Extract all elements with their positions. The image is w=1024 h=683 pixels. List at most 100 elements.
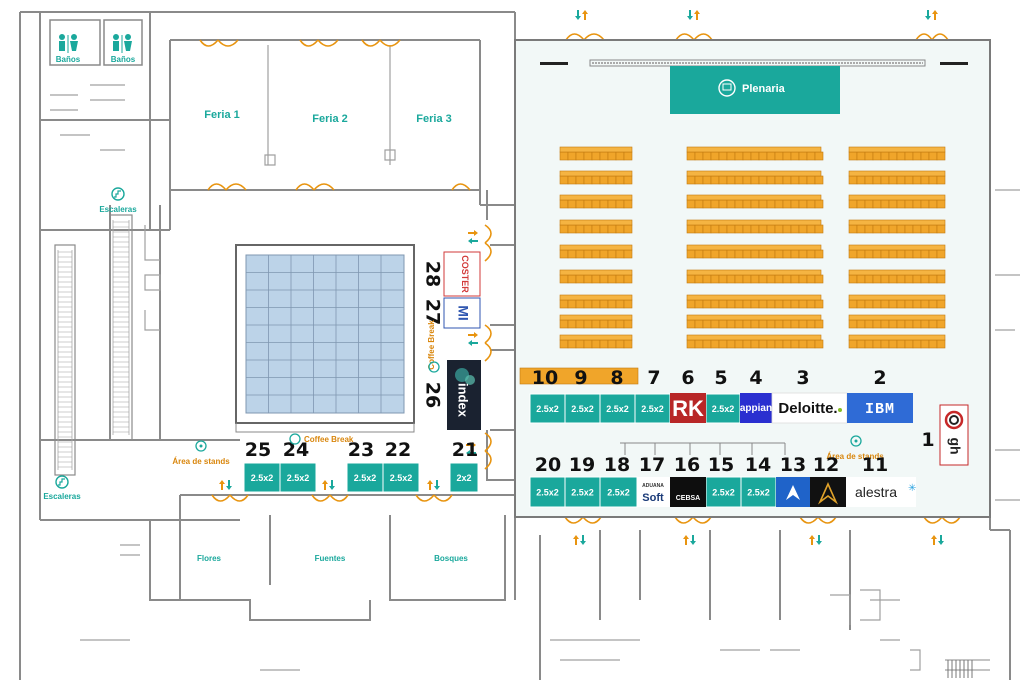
stand-box[interactable] [634,393,671,424]
stand-size-label: 2.5x2 [571,404,594,414]
stand-box[interactable] [705,476,742,508]
sponsor-rk: RK [672,396,704,421]
escalator [54,214,133,476]
entry-exit-arrows-icon [687,10,700,20]
stand-box[interactable] [564,476,601,508]
room-label-feria-2: Feria 2 [312,113,347,125]
booth-number-9: 9 [574,367,587,389]
sponsor-logo-deloitte [771,392,848,424]
booth-1[interactable]: gh 1 [921,404,969,466]
booth-number-6: 6 [681,367,694,389]
plenaria-hall[interactable]: Plenaria [514,39,991,518]
stand-size-label: 2x2 [456,473,471,483]
stand-size-label: 2.5x2 [251,473,274,483]
restroom-label: Baños [111,55,136,64]
side-booths[interactable]: COSTER MI index 28 27 26 Coffee Break [422,251,482,430]
booth-number-17: 17 [639,454,665,476]
entry-exit-arrows-icon [427,480,440,490]
restroom-icon [59,34,78,53]
stand-size-label: 2.5x2 [747,488,770,498]
sponsor-cebsa: CEBSA [676,495,701,502]
stairs-icon [111,187,125,201]
stand-box[interactable] [529,393,566,424]
stairs-top[interactable]: Escaleras [99,187,137,214]
stand-size-label: 2.5x2 [536,404,559,414]
booth-number-27: 27 [422,299,444,325]
stands-area-left: Área de stands Coffee Break [172,433,354,466]
stand-box[interactable] [740,476,777,508]
stairs-bottom[interactable]: Escaleras [43,475,81,501]
sponsor-index: index [456,383,471,418]
entry-exit-arrows-icon [809,535,822,545]
booth-number-25: 25 [245,439,271,461]
booth-number-10: 10 [532,367,558,389]
stands-area-label: Área de stands [172,457,230,466]
booth-number-20: 20 [535,454,561,476]
sponsor-logo-aduana-soft [637,477,670,507]
stand-size-label: 2.5x2 [607,488,630,498]
audience-seating [559,146,946,349]
entry-exit-arrows-icon [931,535,944,545]
lower-rooms[interactable]: Flores Fuentes Bosques [197,554,468,563]
sponsor-coster: COSTER [460,255,470,293]
stand-box[interactable] [564,393,601,424]
stand-size-label: 2.5x2 [606,404,629,414]
booth-number-15: 15 [708,454,734,476]
location-pin-icon [195,440,207,452]
booth-number-13: 13 [780,454,806,476]
sponsor-logo-cebsa [670,477,706,507]
entry-exit-arrows-icon [468,332,478,346]
booth-number-23: 23 [348,439,374,461]
stairs-label: Escaleras [43,492,81,501]
booth-number-24: 24 [283,439,309,461]
booth-number-2: 2 [873,367,886,389]
booth-number-7: 7 [647,367,660,389]
coffee-icon [428,361,440,373]
booth-number-11: 11 [862,454,888,476]
stand-box[interactable] [449,462,479,493]
room-label-bosques: Bosques [434,554,468,563]
booth-number-18: 18 [604,454,630,476]
stand-box[interactable] [705,393,741,424]
entry-exit-arrows-icon [219,480,232,490]
room-label-fuentes: Fuentes [315,554,346,563]
sponsor-logo-alestra [846,477,916,507]
sponsor-appian: appian [740,403,772,414]
booth-number-12: 12 [813,454,839,476]
booth-number-8: 8 [610,367,623,389]
restroom-label: Baños [56,55,81,64]
restroom-icon [113,34,132,53]
booth-number-3: 3 [796,367,809,389]
feria-rooms[interactable]: Feria 1 Feria 2 Feria 3 [204,109,451,125]
coffee-break-label: Coffee Break [304,435,354,444]
stand-box[interactable] [382,462,420,493]
entry-exit-arrows-icon [322,480,335,490]
sponsor-logo-rk [670,393,706,423]
booth-number-16: 16 [674,454,700,476]
sponsor-ibm: IBM [865,401,895,418]
plenaria-stage [670,66,840,114]
coffee-icon [289,433,301,445]
coffee-break-label: Coffee Break [427,320,436,370]
entry-exit-arrows-icon [683,535,696,545]
svg-text:✳: ✳ [908,483,916,494]
stand-box[interactable] [346,462,384,493]
stands-upper-row[interactable]: 2.5x2 2.5x2 2.5x2 2.5x2 2.5x2 RK appian Delo… [519,367,913,424]
doors [199,33,961,524]
sponsor-soft: Soft [642,492,664,504]
entry-exit-arrows-icon [468,230,478,244]
stand-size-label: 2.5x2 [712,488,735,498]
stand-size-label: 2.5x2 [641,404,664,414]
booth-number-26: 26 [422,382,444,408]
entry-exit-arrows-icon [575,10,588,20]
stand-size-label: 2.5x2 [712,404,735,414]
stands-area-label: Área de stands [826,452,884,461]
sponsor-deloitte: Deloitte. [778,400,837,417]
sponsor-alestra: alestra [855,484,897,500]
entry-exit-arrows-icon [573,535,586,545]
stand-box[interactable] [279,462,317,493]
booth-number-19: 19 [569,454,595,476]
